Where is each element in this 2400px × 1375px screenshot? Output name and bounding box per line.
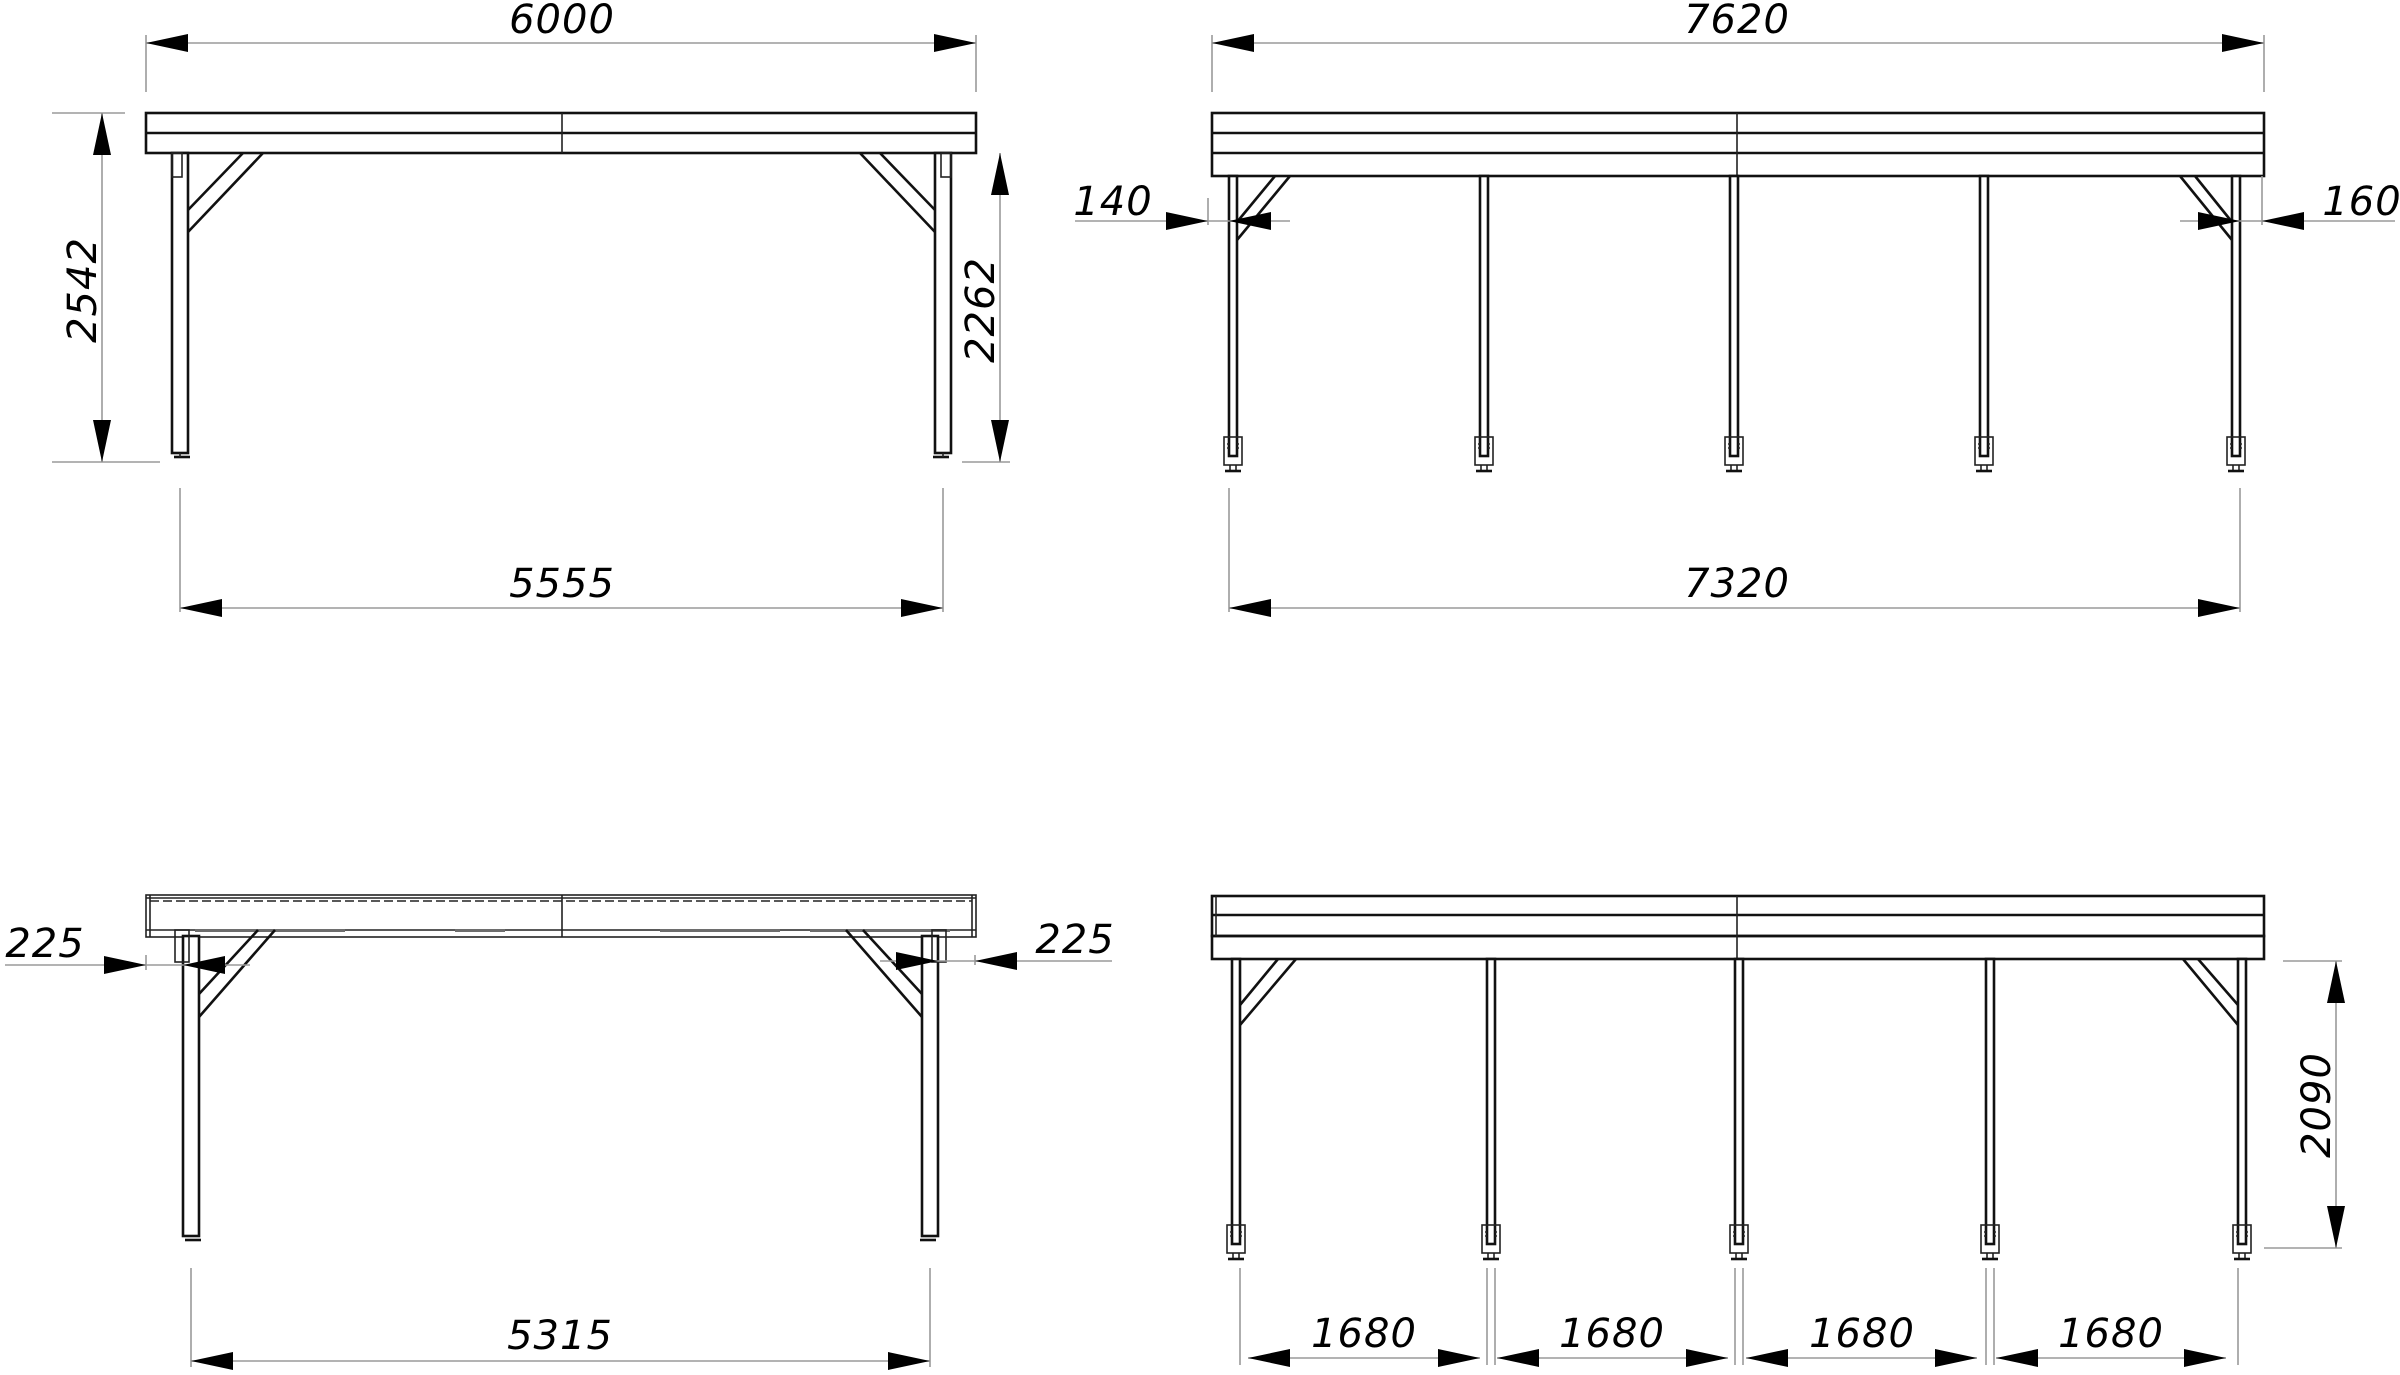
dimension-label: 2542 — [60, 237, 106, 343]
dimension-label: 7620 — [1684, 0, 1790, 43]
dimension-label: 1680 — [1311, 1311, 1417, 1357]
side-view-top-left: 6000 2542 2262 5555 — [52, 0, 1010, 617]
beam — [1210, 894, 2266, 961]
dimension-right-offset: 225 — [880, 917, 1114, 970]
dimension-clear-height: 2090 — [2264, 960, 2345, 1249]
beam — [144, 111, 978, 155]
beam — [1210, 111, 2266, 178]
leg-left — [170, 151, 264, 459]
front-view-bottom-right: 2090 1680 1680 1680 — [1210, 894, 2345, 1367]
dimension-leg-span: 5555 — [179, 488, 944, 617]
dimension-left-overhang: 140 — [1073, 179, 1290, 230]
dimension-leg-height: 2262 — [958, 153, 1010, 463]
dimension-label: 2262 — [958, 257, 1004, 363]
legs — [1222, 174, 2247, 473]
dimension-leg-span: 5315 — [190, 1268, 931, 1370]
dimension-bay-spacings: 1680 1680 1680 1680 — [1239, 1268, 2239, 1367]
dimension-right-overhang: 160 — [2180, 176, 2400, 230]
dimension-overall-width: 6000 — [145, 0, 977, 92]
dimension-leg-span: 7320 — [1228, 488, 2241, 617]
dimension-overall-height: 2542 — [52, 112, 160, 463]
dimension-label: 5315 — [507, 1313, 613, 1359]
side-view-bottom-left: 225 225 5315 — [5, 894, 1114, 1370]
dimension-label: 2090 — [2294, 1052, 2340, 1158]
dimension-label: 225 — [5, 921, 84, 967]
dimension-label: 5555 — [509, 561, 615, 607]
legs — [1225, 957, 2253, 1261]
dimension-left-offset: 225 — [5, 921, 250, 974]
dimension-label: 1680 — [1559, 1311, 1665, 1357]
dimension-label: 140 — [1073, 179, 1152, 225]
dimension-label: 6000 — [509, 0, 615, 43]
leg-left — [174, 929, 276, 1242]
dimension-label: 1680 — [1809, 1311, 1915, 1357]
leg-right — [845, 929, 947, 1242]
dimension-label: 7320 — [1684, 561, 1790, 607]
roof-panel — [145, 894, 977, 938]
dimension-label: 160 — [2322, 179, 2400, 225]
leg-right — [859, 151, 953, 459]
front-view-top-right: 7620 140 160 7320 — [1073, 0, 2400, 617]
dimension-label: 1680 — [2058, 1311, 2164, 1357]
dimension-overall-width: 7620 — [1211, 0, 2265, 92]
dimension-label: 225 — [1035, 917, 1114, 963]
